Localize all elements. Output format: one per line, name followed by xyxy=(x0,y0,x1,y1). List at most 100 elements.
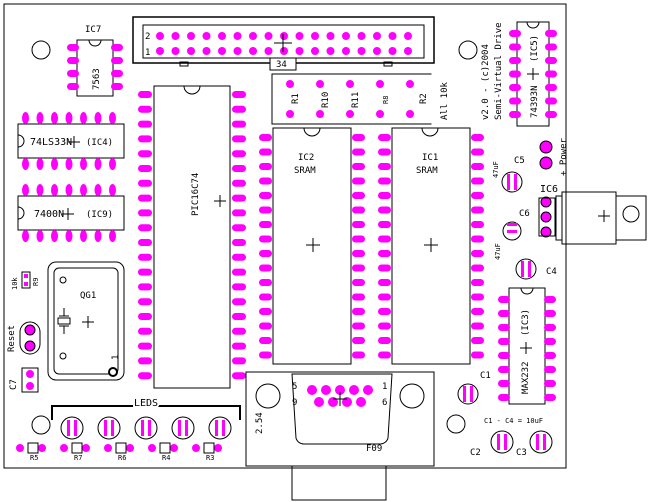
led-indicator xyxy=(171,416,195,440)
cap-c5: C5 47uF xyxy=(492,156,525,193)
solder-pad xyxy=(280,47,288,55)
resistor-pad xyxy=(170,444,178,452)
solder-pad xyxy=(352,351,365,359)
solder-pad xyxy=(404,32,412,40)
solder-pad xyxy=(259,134,272,141)
solder-pad xyxy=(232,194,246,202)
solder-pad xyxy=(406,110,414,118)
resistor-pad xyxy=(126,444,134,452)
solder-pad xyxy=(51,112,58,124)
solder-pad xyxy=(321,385,331,395)
solder-pad xyxy=(352,177,365,185)
solder-pad xyxy=(471,308,484,315)
bottom-resistor-r5-label: R5 xyxy=(30,454,38,462)
solder-pad xyxy=(138,165,152,172)
solder-pad xyxy=(404,47,412,55)
solder-pad xyxy=(544,380,556,387)
led-indicator xyxy=(60,416,84,440)
solder-pad xyxy=(249,32,257,40)
solder-pad xyxy=(544,324,556,331)
db9-pin5-label: 5 xyxy=(292,382,297,392)
ic5-ref-label: (IC5) xyxy=(530,35,540,62)
solder-pad xyxy=(498,380,510,387)
solder-pad xyxy=(36,112,44,124)
solder-pad xyxy=(471,206,484,214)
led-group: LEDS xyxy=(51,396,241,440)
crystal-qg1: QG1 1 xyxy=(47,261,125,381)
ic1-ref-label: IC1 xyxy=(422,153,438,163)
solder-pad xyxy=(94,112,102,124)
solder-pad xyxy=(388,32,397,40)
solder-pad xyxy=(378,293,391,301)
resistor-bank: All 10k xyxy=(271,73,450,125)
c7-ref-label: C7 xyxy=(9,379,19,390)
solder-pad xyxy=(378,322,391,330)
power-connector: + Power xyxy=(539,137,569,176)
solder-pad xyxy=(378,264,391,272)
solder-pad xyxy=(326,47,335,55)
solder-pad xyxy=(138,283,152,291)
cap-c3: C3 xyxy=(516,430,553,458)
solder-pad xyxy=(232,135,246,143)
solder-pad xyxy=(349,385,359,395)
solder-pad xyxy=(94,230,102,242)
solder-pad xyxy=(249,47,257,55)
solder-pad xyxy=(259,279,272,286)
cap-note-label: C1 - C4 = 10uF xyxy=(484,417,543,425)
solder-pad xyxy=(295,47,304,55)
solder-pad xyxy=(232,150,246,158)
solder-pad xyxy=(67,57,79,64)
solder-pad xyxy=(352,221,365,228)
solder-pad xyxy=(138,239,152,246)
solder-pad xyxy=(316,110,324,118)
solder-pad xyxy=(232,91,246,98)
ic4: 74LS33N (IC4) xyxy=(17,112,125,170)
ic4-ref-label: (IC4) xyxy=(86,138,113,148)
solder-pad xyxy=(80,112,87,124)
solder-pad xyxy=(171,32,180,40)
solder-pad xyxy=(259,264,272,272)
solder-pad xyxy=(498,394,510,401)
solder-pad xyxy=(509,30,521,37)
solder-pad xyxy=(471,293,484,301)
solder-pad xyxy=(378,148,391,156)
solder-pad xyxy=(259,192,272,199)
solder-pad xyxy=(22,184,29,196)
solder-pad xyxy=(138,372,152,380)
led-pad xyxy=(74,420,77,436)
solder-pad xyxy=(342,47,350,55)
resistor-body xyxy=(27,442,39,454)
led-pad xyxy=(222,420,225,436)
solder-pad xyxy=(65,158,73,170)
solder-pad xyxy=(80,184,87,196)
solder-pad xyxy=(545,30,557,37)
solder-pad xyxy=(544,366,556,373)
solder-pad xyxy=(545,43,557,51)
solder-pad xyxy=(109,230,116,242)
solder-pad xyxy=(509,111,521,118)
solder-pad xyxy=(156,47,164,55)
cap-c2: C2 xyxy=(470,430,514,458)
solder-pad xyxy=(218,32,226,40)
resistor-pad xyxy=(38,444,46,452)
solder-pad xyxy=(352,235,365,243)
solder-pad xyxy=(109,184,116,196)
solder-pad xyxy=(471,279,484,286)
solder-pad xyxy=(94,158,102,170)
solder-pad xyxy=(138,224,152,232)
solder-pad xyxy=(138,135,152,143)
solder-pad xyxy=(471,163,484,170)
rs232-label: 2.54 xyxy=(255,412,265,434)
idc-pin34-label: 34 xyxy=(276,60,287,70)
power-label: + Power xyxy=(559,137,569,176)
resistor-r2-label: R2 xyxy=(419,93,429,104)
resistor-pad xyxy=(104,444,112,452)
solder-pad xyxy=(357,32,366,40)
solder-pad xyxy=(80,230,87,242)
solder-pad xyxy=(544,394,556,401)
solder-pad xyxy=(232,313,246,320)
f09-label: F09 xyxy=(366,444,382,454)
ic5: 74393N (IC5) xyxy=(509,21,557,127)
solder-pad xyxy=(509,43,521,51)
solder-pad xyxy=(232,372,246,380)
